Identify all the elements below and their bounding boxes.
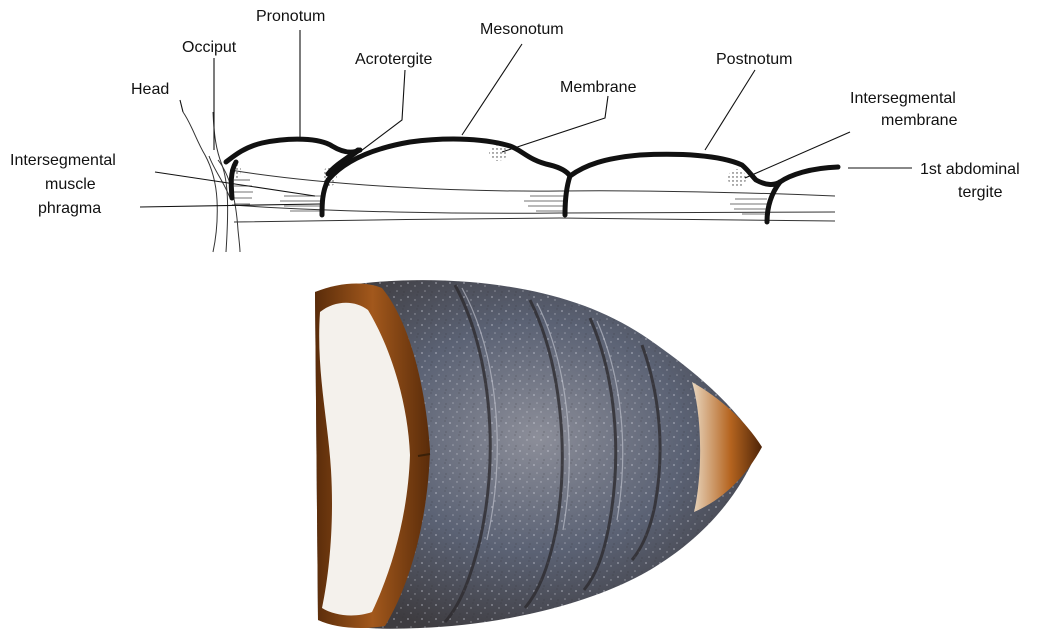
label-intersegmental-muscle-line1: Intersegmental (10, 152, 116, 169)
label-intersegmental-membrane-line1: Intersegmental (850, 90, 956, 107)
leader-postnotum (705, 70, 755, 150)
leader-acrotergite (333, 70, 405, 172)
leader-mesonotum (462, 44, 522, 135)
leader-phragma (140, 204, 320, 207)
label-occiput: Occiput (182, 39, 237, 56)
leader-lines (140, 30, 912, 207)
membrane-stipple (231, 145, 746, 187)
phragma-hatching (234, 180, 767, 214)
label-pronotum: Pronotum (256, 8, 325, 25)
label-intersegmental-membrane-line2: membrane (881, 112, 958, 129)
label-mesonotum: Mesonotum (480, 21, 564, 38)
label-membrane: Membrane (560, 79, 637, 96)
label-first-abdominal-tergite-line2: tergite (958, 184, 1003, 201)
line-diagram: Pronotum Occiput Head Acrotergite Mesono… (10, 8, 1020, 252)
diagram-labels: Pronotum Occiput Head Acrotergite Mesono… (10, 8, 1020, 217)
label-phragma: phragma (38, 200, 101, 217)
specimen-photo (315, 280, 762, 629)
label-intersegmental-muscle-line2: muscle (45, 176, 96, 193)
label-first-abdominal-tergite-line1: 1st abdominal (920, 161, 1020, 178)
label-head: Head (131, 81, 169, 98)
leader-membrane (502, 96, 608, 152)
label-postnotum: Postnotum (716, 51, 792, 68)
label-acrotergite: Acrotergite (355, 51, 432, 68)
leader-head (180, 100, 183, 112)
